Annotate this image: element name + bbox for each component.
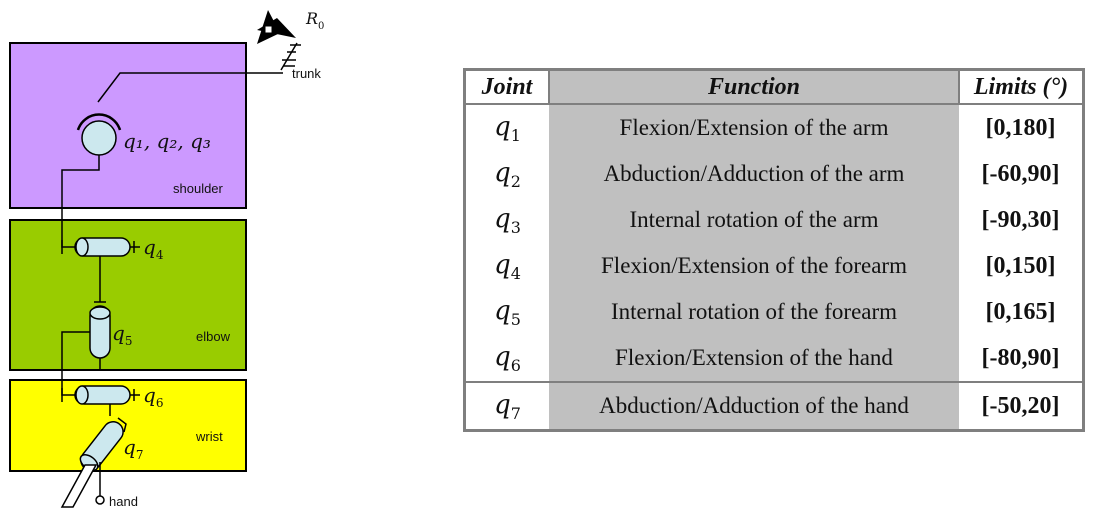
- q6-revolute-joint-icon: [61, 385, 140, 405]
- arm-kinematic-diagram: R0 trunk q₁, q₂, q₃ shoulder q4 q5 elbow: [9, 9, 324, 509]
- elbow-label: elbow: [196, 329, 231, 344]
- joint-function: Flexion/Extension of the hand: [549, 335, 959, 382]
- joint-function: Flexion/Extension of the arm: [549, 104, 959, 151]
- joint-symbol: q5: [494, 295, 521, 329]
- table-row: q1 Flexion/Extension of the arm [0,180]: [466, 104, 1082, 151]
- joint-limits: [0,165]: [985, 298, 1056, 325]
- table-row: q7 Abduction/Adduction of the hand [-50,20…: [466, 382, 1082, 429]
- table-header-row: Joint Function Limits (°): [466, 71, 1082, 104]
- q6-label: q6: [143, 383, 163, 410]
- col-header-function: Function: [549, 71, 959, 104]
- joint-limits: [-60,90]: [981, 160, 1060, 187]
- forearm-link: [61, 331, 90, 396]
- joint-limits: [-50,20]: [981, 392, 1060, 419]
- q5-revolute-joint-icon: [89, 305, 111, 359]
- shoulder-spherical-joint-icon: [76, 113, 122, 156]
- shoulder-label: shoulder: [173, 181, 224, 196]
- q4-label: q4: [143, 235, 164, 262]
- joint-limits: [-90,30]: [981, 206, 1060, 233]
- joint-function: Internal rotation of the forearm: [549, 289, 959, 335]
- joint-function: Flexion/Extension of the forearm: [549, 243, 959, 289]
- shoulder-segment: [9, 42, 247, 209]
- upper-arm-link: [61, 155, 100, 248]
- table-row: q3 Internal rotation of the arm [-90,30]: [466, 197, 1082, 243]
- joint-symbol: q7: [494, 389, 521, 423]
- reference-frame-icon: [257, 10, 296, 44]
- hand-label: hand: [109, 494, 138, 509]
- joint-symbol: q3: [494, 203, 521, 237]
- wrist-label: wrist: [195, 429, 223, 444]
- table-row: q6 Flexion/Extension of the hand [-80,90]: [466, 335, 1082, 382]
- shoulder-joints-label: q₁, q₂, q₃: [123, 129, 211, 153]
- q4-revolute-joint-icon: [61, 237, 140, 257]
- table-row: q5 Internal rotation of the forearm [0,165…: [466, 289, 1082, 335]
- joint-symbol: q1: [494, 111, 521, 145]
- joint-symbol: q4: [494, 249, 521, 283]
- col-header-limits: Limits (°): [958, 71, 1082, 104]
- joint-symbol: q2: [494, 157, 521, 191]
- table-row: q4 Flexion/Extension of the forearm [0,150…: [466, 243, 1082, 289]
- frame-label: R0: [305, 9, 324, 32]
- trunk-label: trunk: [292, 66, 321, 81]
- joint-limits: [-80,90]: [981, 344, 1060, 371]
- trunk-link: [97, 72, 283, 103]
- joint-function: Abduction/Adduction of the arm: [549, 151, 959, 197]
- joint-symbol: q6: [494, 341, 521, 375]
- q7-label: q7: [123, 435, 143, 462]
- col-header-joint: Joint: [466, 71, 550, 104]
- table-row: q2 Abduction/Adduction of the arm [-60,90]: [466, 151, 1082, 197]
- joint-function: Internal rotation of the arm: [549, 197, 959, 243]
- trunk-ground-icon: [280, 42, 301, 71]
- q5-label: q5: [112, 321, 132, 348]
- hand-effector-icon: [60, 462, 105, 508]
- joint-function: Abduction/Adduction of the hand: [549, 382, 959, 429]
- joint-limits: [0,180]: [985, 114, 1056, 141]
- joint-limits: [0,150]: [985, 252, 1056, 279]
